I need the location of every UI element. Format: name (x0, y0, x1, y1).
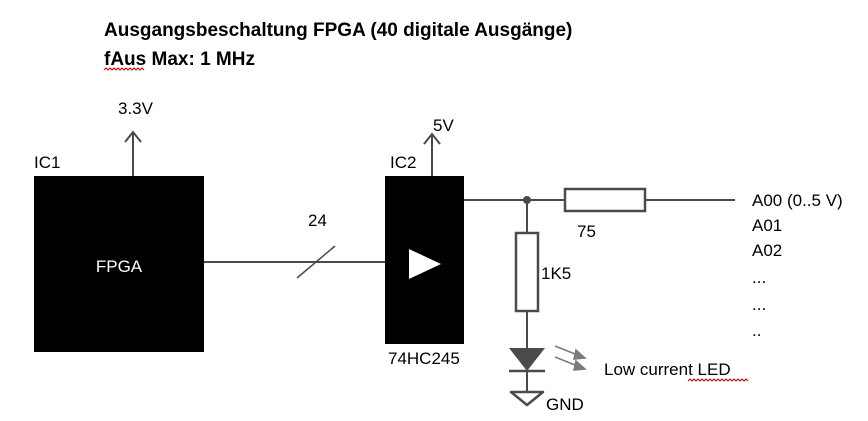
output-label-2: A02 (752, 241, 782, 260)
led-label: Low current LED (604, 360, 731, 379)
led-resistor (514, 231, 540, 313)
spellcheck-underline (103, 67, 145, 71)
bus-slash (296, 245, 336, 279)
ic1-supply-label: 3.3V (118, 99, 154, 118)
spellcheck-underline-led (687, 378, 749, 382)
series-resistor-value: 75 (577, 222, 596, 241)
output-label-4: ... (752, 295, 766, 314)
bus-width-label: 24 (308, 211, 327, 230)
junction-dot (523, 196, 531, 204)
output-label-5: .. (752, 321, 761, 340)
output-label-1: A01 (752, 216, 782, 235)
ic1-name-label: FPGA (96, 257, 143, 276)
title-line-1: Ausgangsbeschaltung FPGA (40 digitale Au… (104, 20, 572, 41)
output-label-0: A00 (0..5 V) (752, 191, 843, 210)
ic2-part-label: 74HC245 (388, 349, 460, 368)
ic1-fpga-block (34, 176, 204, 352)
ic2-supply-label: 5V (433, 116, 454, 135)
buffer-triangle-icon (409, 249, 441, 279)
led-emission-arrows-icon (554, 345, 587, 371)
ic1-supply-arrow (124, 130, 142, 176)
led-diode-icon (509, 348, 545, 371)
ic2-ref-label: IC2 (390, 153, 416, 172)
ic1-ref-label: IC1 (34, 153, 60, 172)
output-label-3: ... (752, 268, 766, 287)
title-line-2: fAus Max: 1 MHz (104, 49, 255, 70)
ground-label: GND (546, 395, 584, 414)
led-resistor-value: 1K5 (541, 264, 571, 283)
ic2-supply-arrow (423, 132, 441, 176)
ground-symbol-icon (509, 390, 545, 407)
series-resistor (563, 187, 647, 213)
output-wires (464, 199, 735, 392)
